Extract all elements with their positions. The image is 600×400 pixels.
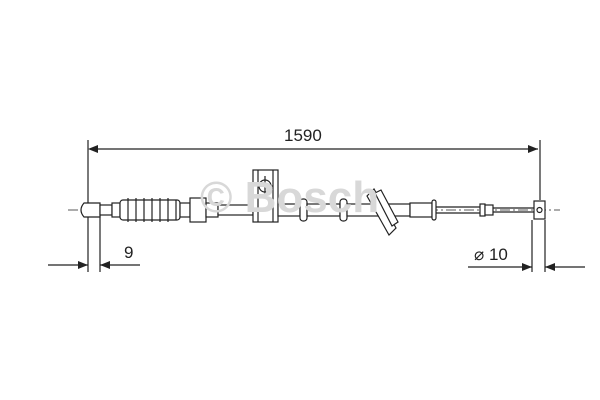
mounting-bracket xyxy=(252,169,279,223)
watermark: © Bosch xyxy=(200,173,379,222)
bellows-boot xyxy=(119,198,181,222)
nipple-hole xyxy=(536,206,543,214)
eye-end xyxy=(80,202,101,218)
length-label: 1590 xyxy=(284,126,322,145)
angled-grommet xyxy=(366,188,399,236)
nipple-end xyxy=(533,200,546,220)
eye-neck xyxy=(99,204,113,216)
diameter-label: ⌀ 10 xyxy=(474,245,508,264)
washer xyxy=(479,203,486,217)
end-fitting xyxy=(409,202,433,218)
nut xyxy=(484,204,494,216)
boot-collar xyxy=(179,202,191,218)
fitting-flange xyxy=(431,199,437,221)
eye-collar xyxy=(111,202,121,218)
length-arrow-left xyxy=(88,145,98,153)
offset-label: 9 xyxy=(124,243,133,262)
cable-assembly xyxy=(80,169,546,236)
